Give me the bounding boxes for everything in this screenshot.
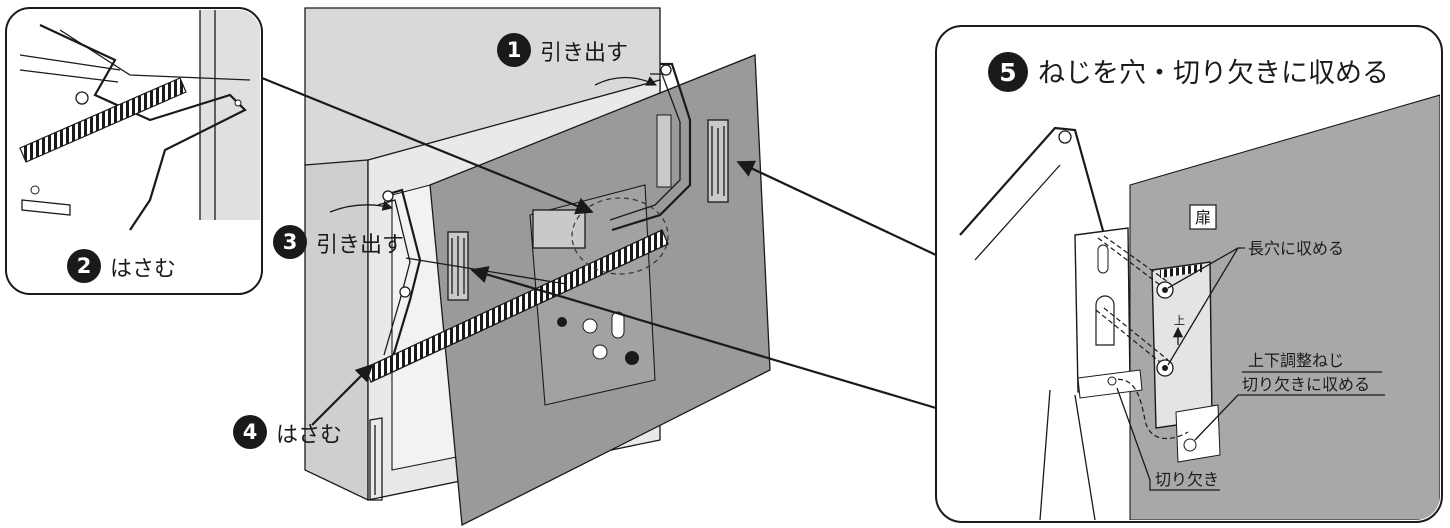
adjust-notch-callout: 切り欠きに収める (1242, 375, 1370, 394)
svg-text:3: 3 (283, 230, 298, 254)
svg-text:引き出す: 引き出す (540, 41, 628, 66)
adjust-screw-callout: 上下調整ねじ (1248, 351, 1344, 370)
step-5-label: 5 ねじを穴・切り欠きに収める (988, 52, 1389, 92)
detail-focus-circle (571, 197, 669, 275)
pointer-arrow (311, 363, 374, 426)
detail-panel-right: 上 (935, 25, 1443, 523)
number-badge (233, 415, 267, 449)
svg-text:4: 4 (243, 420, 258, 444)
svg-text:ねじを穴・切り欠きに収める: ねじを穴・切り欠きに収める (1038, 58, 1389, 89)
number-badge (273, 225, 307, 259)
door-label: 扉 (1195, 208, 1211, 227)
connector-lines (261, 76, 937, 410)
step-3-label: 3 引き出す (273, 225, 404, 259)
door-bracket-upper (707, 119, 729, 203)
detail-panel-left (5, 7, 263, 295)
cabinet-illustration (304, 7, 771, 527)
number-badge (497, 33, 531, 67)
svg-text:5: 5 (999, 58, 1016, 87)
slot-callout: 長穴に収める (1248, 239, 1344, 258)
svg-text:2: 2 (77, 254, 92, 278)
upper-hinge-assembly (609, 62, 692, 232)
number-badge (988, 52, 1028, 92)
curved-arrow (329, 200, 394, 213)
curved-arrow (594, 76, 657, 86)
svg-text:はさむ: はさむ (276, 423, 342, 448)
cabinet-side-face (304, 159, 369, 502)
svg-text:引き出す: 引き出す (316, 233, 404, 258)
number-badge (67, 249, 101, 283)
svg-text:1: 1 (507, 38, 522, 62)
step-2-label: 2 はさむ (67, 249, 176, 283)
step-1-label: 1 引き出す (497, 33, 628, 67)
screw-hole (557, 317, 567, 327)
screw-hole (625, 351, 639, 365)
step-4-label: 4 はさむ (233, 415, 342, 449)
mounting-block (532, 209, 586, 249)
svg-text:はさむ: はさむ (110, 257, 176, 282)
screw-hole (592, 344, 608, 360)
up-mark: 上 (1174, 314, 1185, 327)
notch-callout: 切り欠き (1155, 470, 1219, 489)
screw-hole (582, 318, 598, 334)
